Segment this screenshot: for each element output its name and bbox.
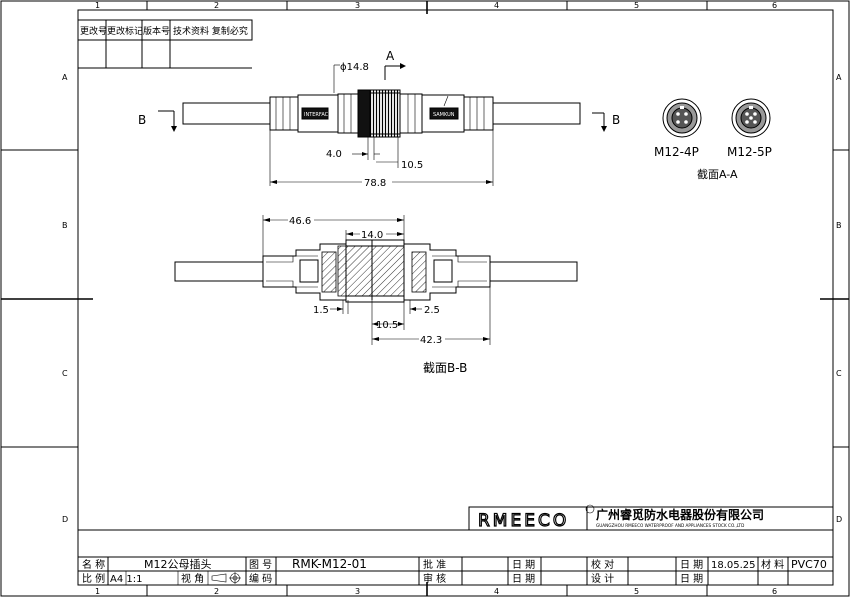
- section-b-caption: 截面B-B: [423, 361, 467, 375]
- section-view-dimensions: 46.6 14.0 1.5 2.5 10.5 42.3: [262, 214, 491, 346]
- col-label-3: 3: [355, 1, 360, 10]
- title-block: [77, 506, 834, 586]
- col-label-4: 4: [494, 1, 499, 10]
- section-b-label-left: B: [138, 113, 146, 127]
- col-label-5-bottom: 5: [634, 587, 639, 596]
- row-label-c-right: C: [836, 369, 842, 378]
- col-label-6: 6: [772, 1, 777, 10]
- row-label-c: C: [62, 369, 68, 378]
- value-drawing-no: RMK-M12-01: [292, 557, 367, 571]
- left-body-marking: INTERFACE: [304, 112, 331, 118]
- dim-4-0: 4.0: [326, 149, 342, 160]
- label-check: 校 对: [591, 558, 614, 571]
- col-label-2: 2: [214, 1, 219, 10]
- m12-5p-pin-face: [731, 98, 771, 138]
- col-label-5: 5: [634, 1, 639, 10]
- connector-section-view: [174, 239, 578, 303]
- col-label-6-bottom: 6: [772, 587, 777, 596]
- row-labels-left: A B C D: [62, 73, 68, 524]
- section-b-label-right: B: [612, 113, 620, 127]
- row-label-d-right: D: [836, 515, 842, 524]
- section-b-markers: B B: [138, 110, 620, 132]
- dim-10-5-section: 10.5: [376, 320, 398, 331]
- company-name-en: GUANGZHOU RMEECO WATERPROOF AND APPLIANC…: [596, 523, 744, 528]
- m12-4p-label: M12-4P: [654, 145, 699, 159]
- dim-overall-length: 78.8: [364, 178, 386, 189]
- row-labels-right: A B C D: [836, 73, 842, 524]
- value-scale: A4 1:1: [110, 574, 142, 585]
- section-a-marker: A: [384, 49, 406, 80]
- label-date-3: 日 期: [512, 573, 535, 585]
- label-view-angle: 视 角: [181, 572, 204, 585]
- section-a-label: A: [386, 49, 395, 63]
- label-drawing-no: 图 号: [249, 559, 272, 571]
- column-labels-top: 1 2 3 4 5 6: [95, 1, 777, 10]
- value-name: M12公母插头: [144, 557, 212, 571]
- label-date-2: 日 期: [680, 559, 703, 571]
- col-label-1-bottom: 1: [95, 587, 100, 596]
- revision-table: 更改号 更改标记 版本号 技术资料 复制必究: [77, 19, 253, 69]
- rev-header-version: 版本号: [143, 25, 170, 37]
- right-body-marking: SAMKUN: [433, 112, 455, 118]
- col-label-4-bottom: 4: [494, 587, 499, 596]
- row-label-b: B: [62, 221, 68, 230]
- connector-top-view: INTERFACE SAMKUN: [182, 89, 581, 138]
- rev-header-change-mark: 更改标记: [107, 25, 143, 37]
- value-date: 18.05.25: [711, 560, 756, 571]
- dim-10-5-top: 10.5: [401, 160, 423, 171]
- label-code: 编 码: [249, 572, 272, 585]
- dim-2-5: 2.5: [424, 305, 440, 316]
- company-name-cn: 广州睿觅防水电器股份有限公司: [596, 507, 764, 522]
- m12-5p-label: M12-5P: [727, 145, 772, 159]
- col-label-3-bottom: 3: [355, 587, 360, 596]
- value-material: PVC70: [791, 558, 827, 571]
- rev-header-change-no: 更改号: [80, 25, 107, 37]
- dim-46-6: 46.6: [289, 216, 311, 227]
- label-review: 审 核: [423, 572, 446, 585]
- label-scale: 比 例: [82, 572, 105, 585]
- label-approve: 批 准: [423, 558, 446, 571]
- top-view-dimensions: ϕ14.8 4.0 10.5 78.8: [269, 62, 494, 189]
- row-label-a: A: [62, 73, 68, 82]
- label-date-1: 日 期: [512, 559, 535, 571]
- company-logo: RMEECO: [476, 504, 595, 532]
- col-label-1: 1: [95, 1, 100, 10]
- row-label-a-right: A: [836, 73, 842, 82]
- label-date-4: 日 期: [680, 573, 703, 585]
- dim-14-0: 14.0: [361, 230, 383, 241]
- dim-diameter: ϕ14.8: [340, 62, 369, 73]
- row-label-b-right: B: [836, 221, 842, 230]
- registered-mark-icon: [585, 504, 595, 514]
- label-design: 设 计: [591, 572, 614, 585]
- row-label-d: D: [62, 515, 68, 524]
- dim-1-5: 1.5: [313, 305, 329, 316]
- label-material: 材 料: [761, 558, 784, 571]
- rev-header-copyright: 技术资料 复制必究: [173, 25, 248, 37]
- projection-symbol-icon: [211, 572, 241, 584]
- col-label-2-bottom: 2: [214, 587, 219, 596]
- m12-4p-pin-face: [662, 98, 702, 138]
- label-name: 名 称: [82, 558, 105, 571]
- column-labels-bottom: 1 2 3 4 5 6: [95, 587, 777, 596]
- logo-text: RMEECO: [478, 511, 569, 531]
- section-a-caption: 截面A-A: [697, 167, 738, 181]
- dim-42-3: 42.3: [420, 335, 442, 346]
